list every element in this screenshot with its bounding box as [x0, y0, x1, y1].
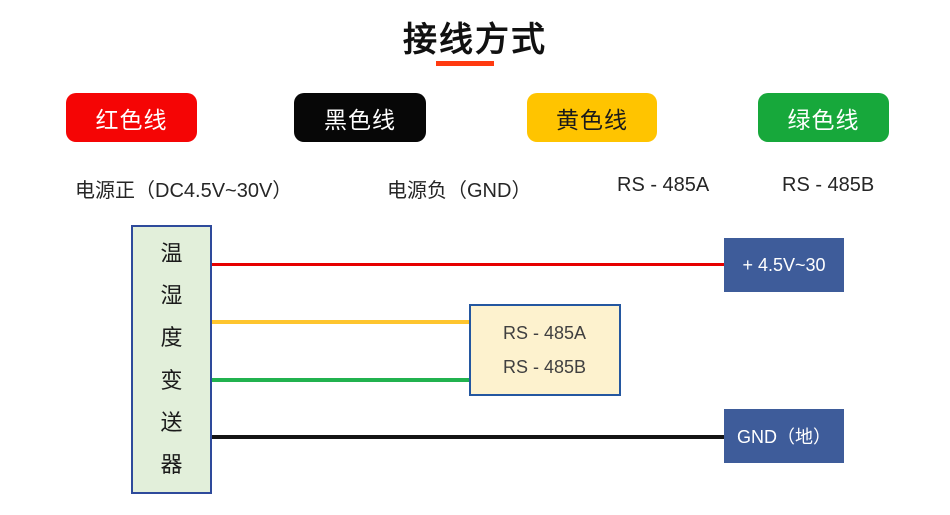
yellow-wire — [212, 320, 470, 324]
device-label-char: 变 — [160, 367, 183, 393]
device-label-char: 送 — [160, 409, 183, 435]
device-box-transmitter: 温 湿 度 变 送 器 — [131, 225, 212, 494]
legend-chip-red-label: 红色线 — [95, 106, 168, 133]
legend-chip-black-label: 黑色线 — [324, 106, 396, 133]
ground-terminal-label: GND（地） — [737, 427, 831, 447]
legend-chip-black: 黑色线 — [294, 93, 426, 142]
rs485a-label: RS - 485A — [503, 322, 587, 343]
red-wire — [212, 263, 724, 266]
rs485-terminal-box: RS - 485A RS - 485B — [469, 304, 621, 396]
device-label-char: 器 — [160, 451, 183, 477]
green-wire — [212, 378, 470, 382]
legend-desc-power-negative: 电源负（GND） — [387, 180, 532, 202]
legend-desc-rs485a: RS - 485A — [617, 174, 710, 196]
ground-terminal-box: GND（地） — [724, 409, 844, 463]
power-terminal-box: + 4.5V~30 — [724, 238, 844, 292]
legend-chip-green-label: 绿色线 — [787, 106, 860, 133]
legend-chip-yellow: 黄色线 — [527, 93, 657, 142]
page-title: 接线方式 — [403, 21, 547, 59]
device-label-char: 温 — [160, 241, 183, 267]
title-underline — [436, 61, 494, 66]
legend-chip-yellow-label: 黄色线 — [556, 106, 628, 133]
rs485b-label: RS - 485B — [503, 356, 587, 377]
device-label-char: 度 — [160, 325, 183, 351]
legend-desc-power-positive: 电源正（DC4.5V~30V） — [75, 180, 293, 202]
black-wire — [212, 435, 724, 439]
legend-chip-red: 红色线 — [66, 93, 197, 142]
legend-desc-rs485b: RS - 485B — [782, 174, 875, 196]
power-terminal-label: + 4.5V~30 — [742, 254, 826, 275]
device-label-char: 湿 — [160, 283, 183, 309]
legend-chip-green: 绿色线 — [758, 93, 889, 142]
